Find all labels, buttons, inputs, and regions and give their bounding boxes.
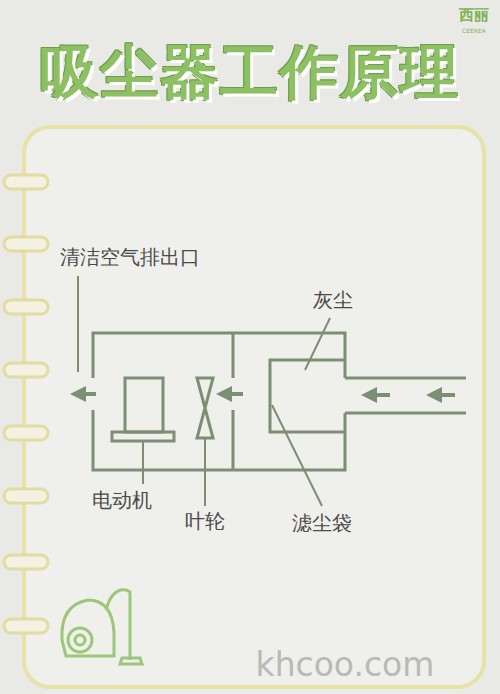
binder-ring <box>4 237 48 251</box>
watermark: khcoo.com <box>256 646 435 684</box>
part-label: 灰尘 <box>313 289 353 312</box>
part-label: 叶轮 <box>185 510 225 533</box>
flow-arrows <box>78 394 455 395</box>
notebook-card <box>24 127 484 687</box>
part-label: 清洁空气排出口 <box>60 246 200 269</box>
brand-subtitle: CEEREA <box>462 28 486 35</box>
part-label: 滤尘袋 <box>292 512 352 535</box>
part-label: 电动机 <box>92 489 152 512</box>
brand-logo: 西丽 <box>459 7 489 24</box>
page-title: 吸尘器工作原理 <box>40 39 460 106</box>
binder-rings <box>4 175 48 633</box>
binder-ring <box>4 489 48 503</box>
binder-ring <box>4 175 48 189</box>
binder-ring <box>4 426 48 440</box>
binder-ring <box>4 619 48 633</box>
vacuum-icon <box>62 590 142 664</box>
binder-ring <box>4 300 48 314</box>
vacuum-schematic <box>78 276 466 506</box>
binder-ring <box>4 363 48 377</box>
binder-ring <box>4 555 48 569</box>
